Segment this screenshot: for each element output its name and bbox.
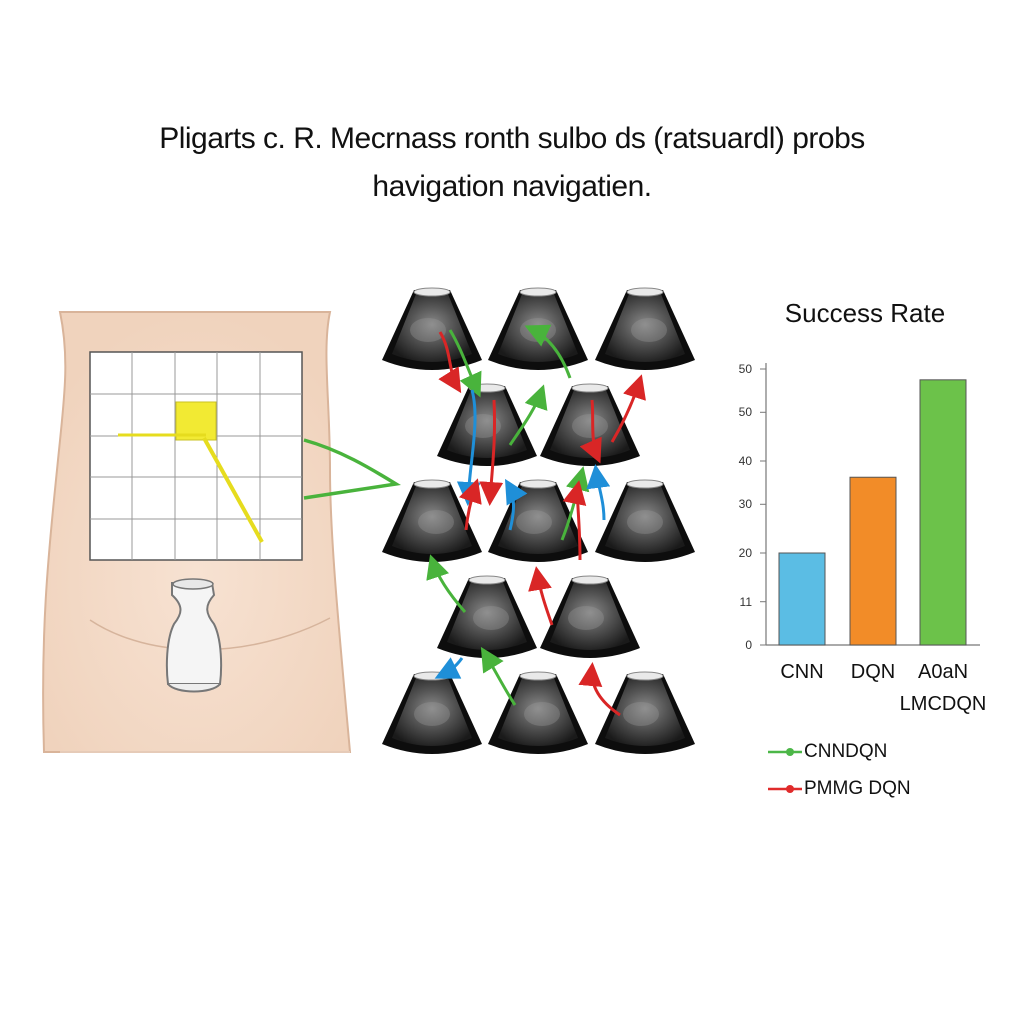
nav-arrow — [480, 646, 517, 706]
ultrasound-frame — [540, 575, 640, 658]
bar-a0an-lmcdqn — [919, 379, 967, 646]
scan-grid — [89, 351, 303, 561]
nav-arrow — [479, 399, 504, 506]
ultrasound-frame — [595, 671, 695, 754]
nav-arrow — [458, 478, 482, 531]
y-tick-label: 11 — [739, 594, 752, 609]
bar-dqn — [849, 476, 897, 646]
nav-arrow — [508, 384, 548, 446]
y-tick-label: 0 — [745, 638, 752, 652]
nav-arrow — [438, 331, 462, 394]
ultrasound-frame — [595, 479, 695, 562]
y-tick-label: 40 — [738, 454, 752, 468]
ultrasound-frame — [437, 383, 537, 466]
legend-item-pmmg-dqn: PMMG DQN — [768, 778, 911, 800]
nav-arrow — [524, 324, 572, 379]
ultrasound-frame — [382, 287, 482, 370]
x-tick-label: DQN — [850, 661, 896, 683]
ultrasound-frame — [595, 287, 695, 370]
ultrasound-frame — [488, 479, 588, 562]
ultrasound-frame — [488, 671, 588, 754]
chart-title: Success Rate — [784, 298, 946, 328]
legend-label: PMMG DQN — [804, 778, 911, 799]
legend-label: CNNDQN — [804, 741, 888, 762]
nav-arrow — [610, 374, 646, 443]
legend-lines — [768, 748, 802, 793]
navigation-arrows — [426, 324, 646, 717]
title-line-2: havigation navigatien. — [372, 170, 652, 203]
nav-arrow — [426, 554, 467, 613]
green-connector-arrow — [303, 438, 401, 500]
y-tick-label: 20 — [738, 546, 752, 560]
nav-arrow — [578, 662, 621, 717]
nav-arrow — [528, 566, 554, 626]
ultrasound-probe-icon — [165, 578, 223, 693]
nav-arrow — [448, 329, 482, 398]
nav-arrow — [586, 464, 611, 521]
title-line-1: Pligarts c. R. Mecrnass ronth sulbo ds (… — [159, 122, 865, 155]
nav-arrow — [579, 399, 602, 464]
nav-arrow — [434, 657, 464, 679]
ultrasound-frame — [382, 671, 482, 754]
success-rate-chart — [760, 363, 980, 646]
x-tick-label: CNN — [780, 661, 824, 683]
nav-arrow — [504, 478, 528, 531]
ultrasound-frames — [382, 287, 695, 754]
ultrasound-frame — [488, 287, 588, 370]
bar-cnn — [778, 552, 826, 646]
ultrasound-frame — [540, 383, 640, 466]
legend-item-cnndqn: CNNDQN — [768, 741, 887, 763]
y-tick-label: 50 — [738, 405, 752, 420]
y-tick-label: 50 — [738, 362, 752, 376]
ultrasound-frame — [437, 575, 537, 658]
nav-arrow — [562, 480, 587, 561]
y-tick-label: 30 — [738, 497, 752, 512]
nav-arrow — [560, 466, 590, 541]
